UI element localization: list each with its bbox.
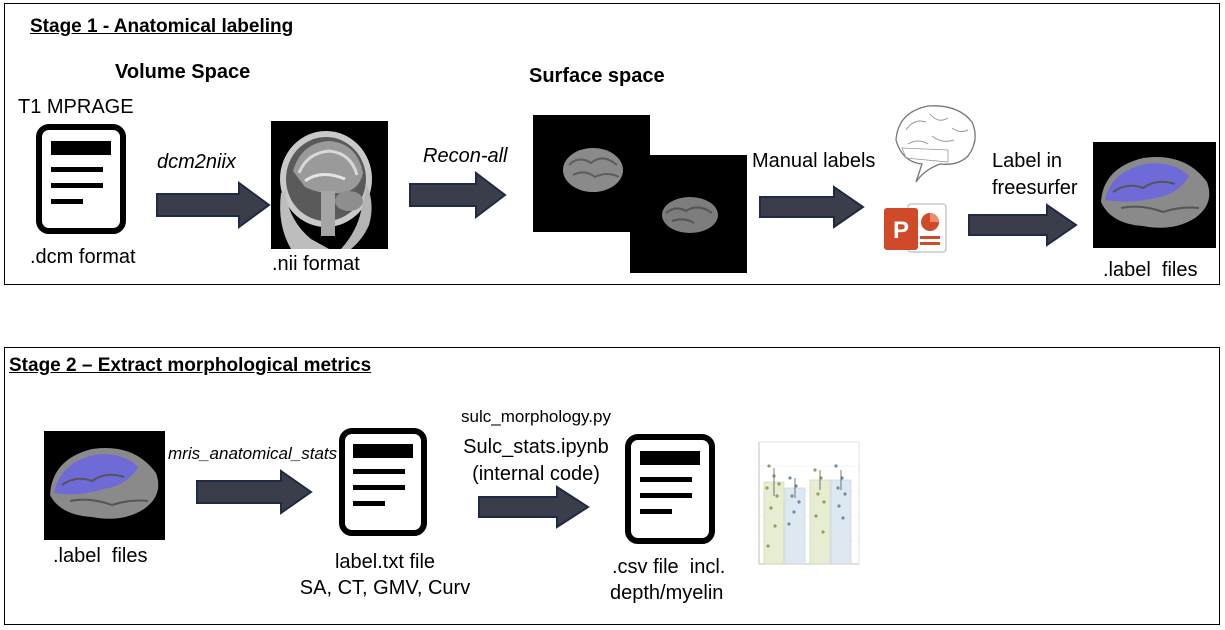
- document-icon: [338, 427, 428, 537]
- arrow-recon-all: [408, 170, 508, 220]
- sulc-morphology-label: sulc_morphology.py: [461, 407, 611, 426]
- powerpoint-icon: P: [882, 200, 950, 256]
- arrow-manual-labels: [758, 184, 866, 230]
- recon-all-label: Recon-all: [423, 145, 508, 167]
- label-in-label: Label in: [992, 150, 1063, 172]
- svg-text:P: P: [893, 217, 909, 244]
- label-files-label: .label files: [53, 545, 148, 567]
- arrow-freesurfer: [967, 202, 1079, 248]
- dcm2niix-label: dcm2niix: [157, 151, 236, 173]
- manual-labels-label: Manual labels: [752, 150, 876, 172]
- sulc-stats-label: Sulc_stats.ipynb: [463, 436, 609, 458]
- arrow-mris-stats: [195, 469, 315, 515]
- dcm-format-label: .dcm format: [30, 246, 136, 268]
- mris-anatomical-stats-label: mris_anatomical_stats: [168, 444, 338, 463]
- nii-format-label: .nii format: [272, 253, 360, 275]
- document-icon: [624, 433, 716, 545]
- labeled-brain-image: [44, 431, 165, 540]
- freesurfer-label: freesurfer: [992, 177, 1078, 199]
- internal-code-label: (internal code): [472, 463, 600, 485]
- label-txt-file-label: label.txt file: [334, 551, 436, 573]
- arrow-sulc-stats: [477, 485, 591, 529]
- csv-file-label: .csv file incl.: [612, 556, 726, 578]
- depth-myelin-label: depth/myelin: [610, 582, 724, 604]
- stage1-title: Stage 1 - Anatomical labeling: [30, 16, 294, 37]
- bar-chart-thumbnail: [739, 436, 863, 580]
- arrow-dcm2niix: [155, 180, 273, 230]
- stage2-title: Stage 2 – Extract morphological metrics: [9, 355, 372, 376]
- surface-space-heading: Surface space: [529, 65, 665, 87]
- brain-sketch-image: [888, 100, 980, 184]
- t1-mprage-label: T1 MPRAGE: [18, 96, 134, 118]
- metrics-label: SA, CT, GMV, Curv: [299, 577, 471, 599]
- mri-scan-image: [271, 121, 388, 249]
- document-icon: [35, 123, 127, 235]
- brain-surface-image: [630, 155, 747, 273]
- label-files-label: .label files: [1103, 259, 1198, 281]
- labeled-brain-image: [1093, 142, 1216, 248]
- volume-space-heading: Volume Space: [115, 61, 251, 83]
